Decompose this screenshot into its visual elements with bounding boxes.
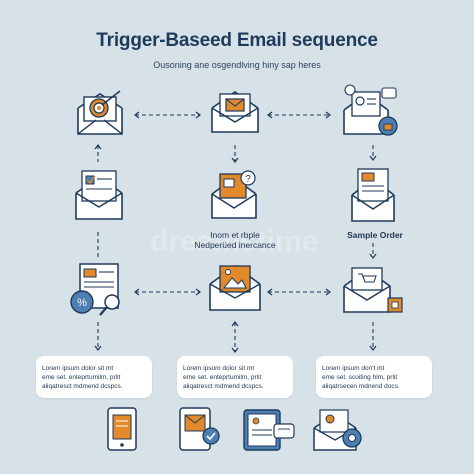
center-label: Inom et rbple Nedperüed inercance <box>180 230 290 250</box>
envelope-letter-icon <box>211 91 259 133</box>
info-card-3: Lorem ipsum don't mt eme set. scoiting h… <box>316 356 432 398</box>
envelope-target-icon <box>77 90 123 135</box>
envelope-profile-lock-icon <box>343 84 398 136</box>
right-label: Sample Order <box>347 230 403 240</box>
center-label-line1: Inom et rbple <box>210 230 260 240</box>
watermark: dreamstime <box>150 225 319 258</box>
card-1-line1: Lorem ipsum dolor sit mt <box>42 364 114 372</box>
tablet-document-icon <box>107 407 137 451</box>
card-3-line1: Lorem ipsum don't mt <box>322 364 385 372</box>
card-3-line3: aliqatrsecen mdnend docs. <box>322 382 400 390</box>
tablet-check-icon <box>179 407 220 451</box>
envelope-checklist-icon <box>75 170 123 220</box>
webpage-discount-icon: % <box>70 263 120 316</box>
envelope-document-icon <box>351 168 395 222</box>
envelope-gear-icon <box>313 409 362 451</box>
page-title: Trigger-Baseed Email sequence <box>96 30 378 51</box>
card-1-line2: eme set. enteprtumilm, prlit <box>42 373 121 381</box>
card-2-line3: aliqatresct mdmend dcspcs. <box>183 382 264 390</box>
info-card-2: Lorem ipsum dolor sit mt eme set. entepr… <box>177 356 293 398</box>
envelope-question-icon: ? <box>211 170 257 219</box>
envelope-cart-icon <box>343 267 403 313</box>
center-label-line2: Nedperüed inercance <box>194 240 276 250</box>
info-card-1: Lorem ipsum dolor sit mt eme set. entepr… <box>36 356 152 398</box>
svg-text:?: ? <box>245 174 251 185</box>
page-subtitle: Ousoning ane osgendlving hiny sap heres <box>153 60 321 70</box>
card-2-line1: Lorem ipsum dolor sit mt <box>183 364 255 372</box>
card-3-line2: eme set. scoiting hlm, prlit <box>322 373 398 381</box>
envelope-image-icon <box>209 265 261 311</box>
card-chat-icon <box>243 409 295 451</box>
card-1-line3: aliqatresct mdmend dcspcs. <box>42 382 123 390</box>
svg-text:%: % <box>77 297 87 309</box>
card-2-line2: eme set. enteprtumilm, prlit <box>183 373 262 381</box>
